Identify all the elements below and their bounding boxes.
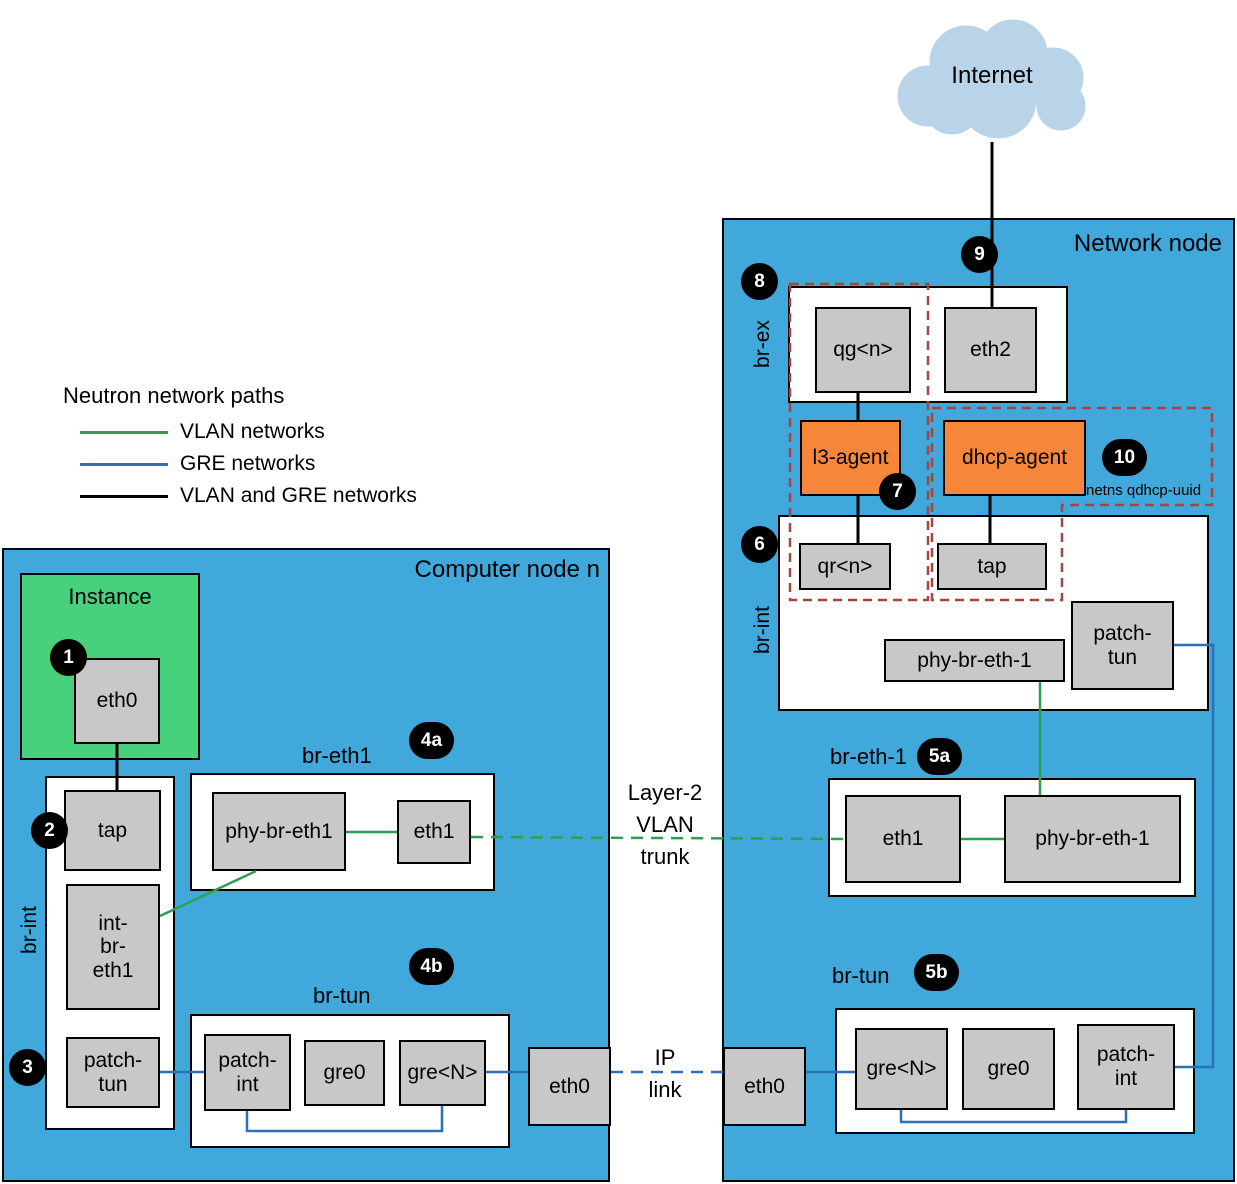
network-eth1-box: eth1 [845,795,961,883]
network-patch-int-box: patch- int [1077,1024,1175,1110]
compute-node-title: Computer node n [414,556,600,583]
badge-7: 7 [879,473,916,510]
legend-item-vlan-gre: VLAN and GRE networks [180,484,417,507]
network-qg-box: qg<n> [815,307,911,393]
ip-link-label: IP link [648,1045,682,1102]
compute-br-eth1-label: br-eth1 [302,743,372,768]
legend-title: Neutron network paths [63,383,285,408]
network-greN-box: gre<N> [855,1028,948,1110]
network-eth2-box: eth2 [944,307,1037,393]
legend-item-gre: GRE networks [180,452,316,475]
compute-phy-br-eth1-box: phy-br-eth1 [212,792,346,871]
badge-5b: 5b [914,954,959,991]
compute-tap-box: tap [64,790,161,871]
network-tap-box: tap [937,543,1047,590]
legend-item-vlan: VLAN networks [180,420,325,443]
legend-vlan-line-icon [80,431,168,434]
badge-1: 1 [50,639,87,676]
compute-eth0-box: eth0 [528,1047,611,1126]
badge-6: 6 [741,526,778,563]
netns-qdhcp-label: netns qdhcp-uuid [1086,482,1202,499]
compute-int-br-eth1-box: int- br- eth1 [66,884,160,1010]
compute-patch-tun-box: patch- tun [66,1037,160,1108]
network-br-eth-1-label: br-eth-1 [830,744,908,769]
instance-eth0-box: eth0 [74,658,160,744]
network-node-title: Network node [1073,230,1222,257]
network-eth0-box: eth0 [723,1047,806,1126]
compute-eth1-box: eth1 [397,800,471,864]
network-br-int-phy-br-eth-1-box: phy-br-eth-1 [884,639,1065,682]
internet-label: Internet [951,62,1033,89]
network-br-eth-1-phy-br-eth-1-box: phy-br-eth-1 [1004,795,1181,883]
network-patch-tun-box: patch- tun [1071,601,1174,690]
network-gre0-box: gre0 [962,1028,1055,1110]
badge-9: 9 [961,236,998,273]
vlan-trunk-label: Layer-2 VLAN trunk [627,780,703,869]
internet-cloud-icon [897,19,1086,139]
dhcp-agent-box: dhcp-agent [943,420,1086,496]
compute-greN-box: gre<N> [399,1040,486,1106]
badge-4a: 4a [409,722,454,759]
network-br-ex-label: br-ex [751,320,774,368]
legend-gre-line-icon [80,463,168,466]
compute-br-tun-label: br-tun [313,983,371,1008]
badge-8: 8 [741,263,778,300]
instance-label: Instance [68,584,152,609]
badge-2: 2 [31,812,68,849]
badge-4b: 4b [409,948,454,985]
network-br-int-label: br-int [751,606,774,654]
network-qr-box: qr<n> [799,543,891,590]
badge-10: 10 [1102,439,1147,476]
legend-vlan-gre-line-icon [80,495,168,498]
badge-5a: 5a [917,738,962,775]
network-br-tun-label: br-tun [832,963,890,988]
compute-br-int-label: br-int [18,906,41,954]
compute-gre0-box: gre0 [304,1040,385,1106]
compute-patch-int-box: patch- int [204,1034,291,1111]
badge-3: 3 [9,1049,46,1086]
